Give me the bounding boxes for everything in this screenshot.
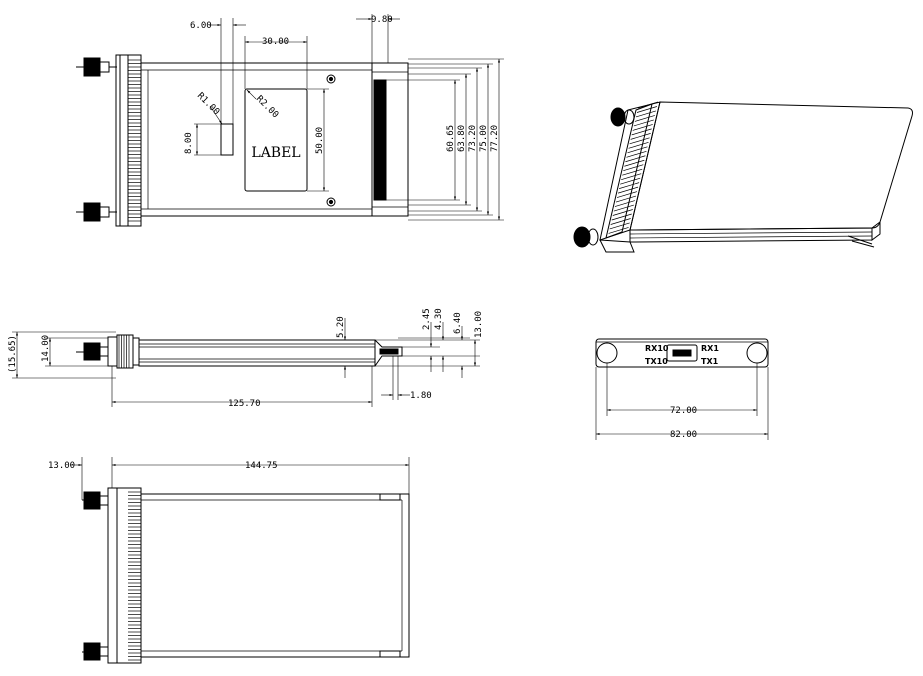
latch-ridge <box>624 159 645 167</box>
latch-ridge <box>620 177 641 185</box>
label-tx10: TX10 <box>645 357 668 366</box>
latch-ridge <box>609 222 630 230</box>
latch-ridge <box>621 173 642 181</box>
dim-9-80: 9.80 <box>371 15 393 25</box>
latch-ridge <box>615 195 637 203</box>
iso-screw-upper <box>610 107 635 127</box>
latch-ridge <box>617 186 639 194</box>
front-screw-right <box>746 342 768 364</box>
side-view: (15.65) 14.00 5.20 2.45 4.30 6.40 13.00 … <box>8 308 484 409</box>
dim-2-45: 2.45 <box>422 308 432 330</box>
latch-ridge <box>623 164 644 172</box>
label-rx10: RX10 <box>645 344 669 353</box>
iso-screw-lower <box>573 226 599 248</box>
latch-ridge <box>622 168 643 176</box>
label-rx1: RX1 <box>701 344 719 353</box>
dim-144-75: 144.75 <box>245 461 278 471</box>
dim-13-00-bottom: 13.00 <box>48 461 75 471</box>
latch-ridge <box>635 110 657 118</box>
bottom-body <box>140 493 410 658</box>
front-port <box>666 344 698 362</box>
bottom-screw-lower <box>83 642 101 661</box>
bottom-latch <box>116 487 142 664</box>
latch-ridge <box>625 155 646 163</box>
side-latch <box>116 334 134 369</box>
dim-15-65: (15.65) <box>8 335 18 373</box>
latch-ridge <box>631 128 652 136</box>
latch-ridge <box>612 209 633 216</box>
latch-ridge <box>632 124 653 131</box>
dim-82-00: 82.00 <box>670 430 697 440</box>
latch-ridge <box>636 106 658 113</box>
latch-ridge <box>630 133 651 140</box>
latch-ridge <box>629 137 650 145</box>
dim-6-40: 6.40 <box>453 312 463 334</box>
dim-r2-00: R2.00 <box>254 94 280 120</box>
dim-73-20: 73.20 <box>468 125 478 152</box>
dim-13-00-side: 13.00 <box>474 311 484 338</box>
dim-14-00: 14.00 <box>41 335 51 362</box>
label-area <box>244 88 308 192</box>
dim-5-20: 5.20 <box>336 316 346 338</box>
dim-r1-00: R1.00 <box>195 91 221 117</box>
latch-ridge <box>618 182 640 189</box>
latch-ridge <box>633 119 654 127</box>
top-body <box>140 62 409 217</box>
latch-ridge <box>608 227 629 234</box>
dim-60-65: 60.65 <box>446 125 456 152</box>
dim-1-80: 1.80 <box>410 391 432 401</box>
latch-ridge <box>614 200 636 207</box>
top-front-latch <box>115 54 142 227</box>
latch-ridge <box>610 218 631 225</box>
top-screw-lower <box>76 202 117 222</box>
dim-75-00: 75.00 <box>479 125 489 152</box>
side-screw <box>83 342 101 361</box>
dim-30-00: 30.00 <box>262 37 289 47</box>
side-body <box>138 339 376 367</box>
dim-8-00: 8.00 <box>184 132 194 154</box>
front-view: RX10 RX1 TX10 TX1 72.00 82.00 <box>595 338 769 440</box>
dim-125-70: 125.70 <box>228 399 261 409</box>
bottom-screw-upper <box>83 491 101 510</box>
dim-4-30: 4.30 <box>434 308 444 330</box>
dim-6-00: 6.00 <box>190 21 212 31</box>
latch-ridge <box>627 146 648 154</box>
dim-50-00: 50.00 <box>315 127 325 154</box>
top-hole-lower <box>326 197 336 207</box>
top-hole-upper <box>326 74 336 84</box>
dim-63-80: 63.80 <box>457 125 467 152</box>
front-outline <box>595 338 769 368</box>
latch-ridge <box>637 101 659 109</box>
latch-ridge <box>616 191 638 198</box>
latch-ridge <box>611 213 632 221</box>
dim-72-00: 72.00 <box>670 406 697 416</box>
dim-77-20: 77.20 <box>490 125 500 152</box>
label-text: LABEL <box>251 145 300 161</box>
iso-latch <box>599 101 661 241</box>
bottom-view: 13.00 144.75 <box>48 457 410 664</box>
latch-ridge <box>634 115 655 122</box>
front-screw-left <box>596 342 618 364</box>
top-recess <box>220 123 234 156</box>
top-screw-upper <box>76 57 117 77</box>
latch-ridge <box>613 204 634 212</box>
isometric-view <box>573 101 913 253</box>
latch-ridge <box>628 141 649 149</box>
latch-ridge <box>626 150 647 158</box>
label-tx1: TX1 <box>701 357 719 366</box>
side-connector <box>374 339 403 367</box>
top-view: LABEL 6.00 30.00 9.80 R1.00 R2.00 8.00 <box>76 14 504 227</box>
